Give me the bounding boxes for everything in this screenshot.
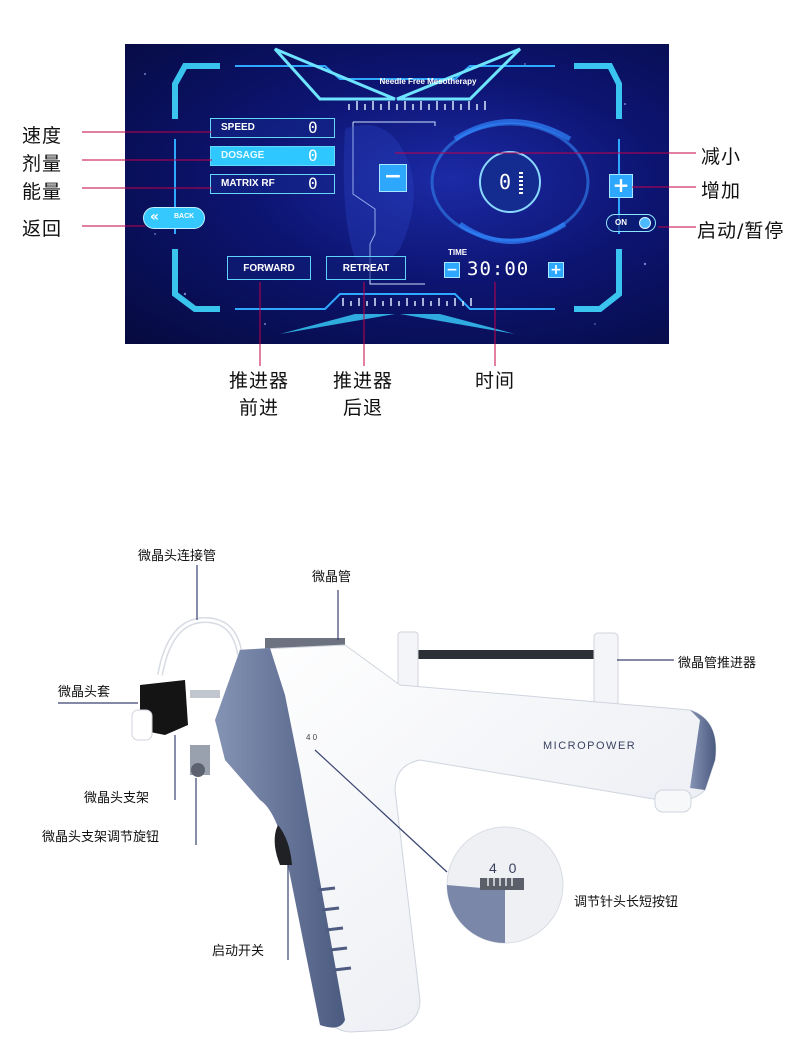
speed-label: SPEED [221, 122, 255, 133]
matrix-rf-label: MATRIX RF [221, 178, 275, 189]
decrease-button[interactable]: − [379, 164, 407, 192]
callout-forward-line1: 推进器 [228, 370, 289, 392]
callout-back: 返回 [22, 218, 63, 240]
double-chevron-left-icon: « [150, 209, 160, 225]
on-toggle[interactable]: ON [606, 214, 656, 232]
matrix-rf-field[interactable]: MATRIX RF [210, 174, 335, 194]
callout-speed: 速度 [22, 125, 63, 147]
matrix-rf-value: 0 [308, 174, 318, 193]
dosage-label: DOSAGE [221, 150, 265, 161]
minus-icon: − [383, 164, 403, 189]
speed-value: 0 [308, 118, 318, 137]
callout-forward: 推进器 前进 [214, 366, 304, 420]
screen-title: Needle Free Mesotherapy [379, 77, 477, 86]
time-label: TIME [448, 248, 468, 257]
callout-retreat: 推进器 后退 [318, 366, 408, 420]
plus-icon: + [612, 173, 630, 197]
speed-field[interactable]: SPEED [210, 118, 335, 138]
toggle-knob-icon [639, 217, 651, 229]
forward-button[interactable]: FORWARD [227, 256, 311, 280]
callout-time: 时间 [474, 370, 515, 392]
callout-head-connector-tube: 微晶头连接管 [138, 549, 217, 564]
control-screen: Needle Free Mesotherapy SPEED 0 DOSAGE 0… [125, 44, 669, 344]
magnified-scale: 4 0 [489, 860, 521, 876]
time-decrease-button[interactable]: − [444, 262, 460, 278]
retreat-button[interactable]: RETREAT [326, 256, 406, 280]
increase-button[interactable]: + [609, 174, 633, 198]
callout-needle-length-button: 调节针头长短按钮 [574, 895, 679, 910]
callout-retreat-line2: 后退 [342, 397, 383, 419]
callout-start-pause: 启动/暂停 [697, 220, 785, 242]
callout-decrease: 减小 [701, 146, 742, 168]
device-illustration [58, 565, 717, 1033]
dosage-value: 0 [308, 146, 318, 165]
time-value: 30:00 [467, 258, 530, 280]
screen-callout-lines [82, 131, 696, 366]
callout-forward-line2: 前进 [238, 397, 279, 419]
center-value: 0 [499, 170, 512, 194]
callout-start-switch: 启动开关 [212, 944, 265, 959]
minus-icon: − [446, 262, 458, 278]
callout-energy: 能量 [22, 181, 63, 203]
level-ticks-icon [519, 172, 523, 194]
callout-increase: 增加 [701, 180, 742, 202]
on-label: ON [615, 218, 627, 227]
callout-crystal-tube: 微晶管 [312, 570, 352, 585]
callout-bracket-knob: 微晶头支架调节旋钮 [42, 830, 160, 845]
back-button[interactable]: « BACK [143, 207, 205, 229]
callout-tube-pusher: 微晶管推进器 [678, 656, 757, 671]
callout-head-cover: 微晶头套 [58, 685, 111, 700]
callout-retreat-line1: 推进器 [332, 370, 393, 392]
callout-head-bracket: 微晶头支架 [84, 791, 150, 806]
callout-dosage: 剂量 [22, 153, 63, 175]
back-label: BACK [174, 213, 195, 220]
dosage-field[interactable]: DOSAGE [210, 146, 335, 166]
time-increase-button[interactable]: + [548, 262, 564, 278]
device-brand: MICROPOWER [543, 740, 637, 752]
plus-icon: + [550, 262, 562, 278]
device-scale-small: 4 0 [306, 733, 318, 742]
